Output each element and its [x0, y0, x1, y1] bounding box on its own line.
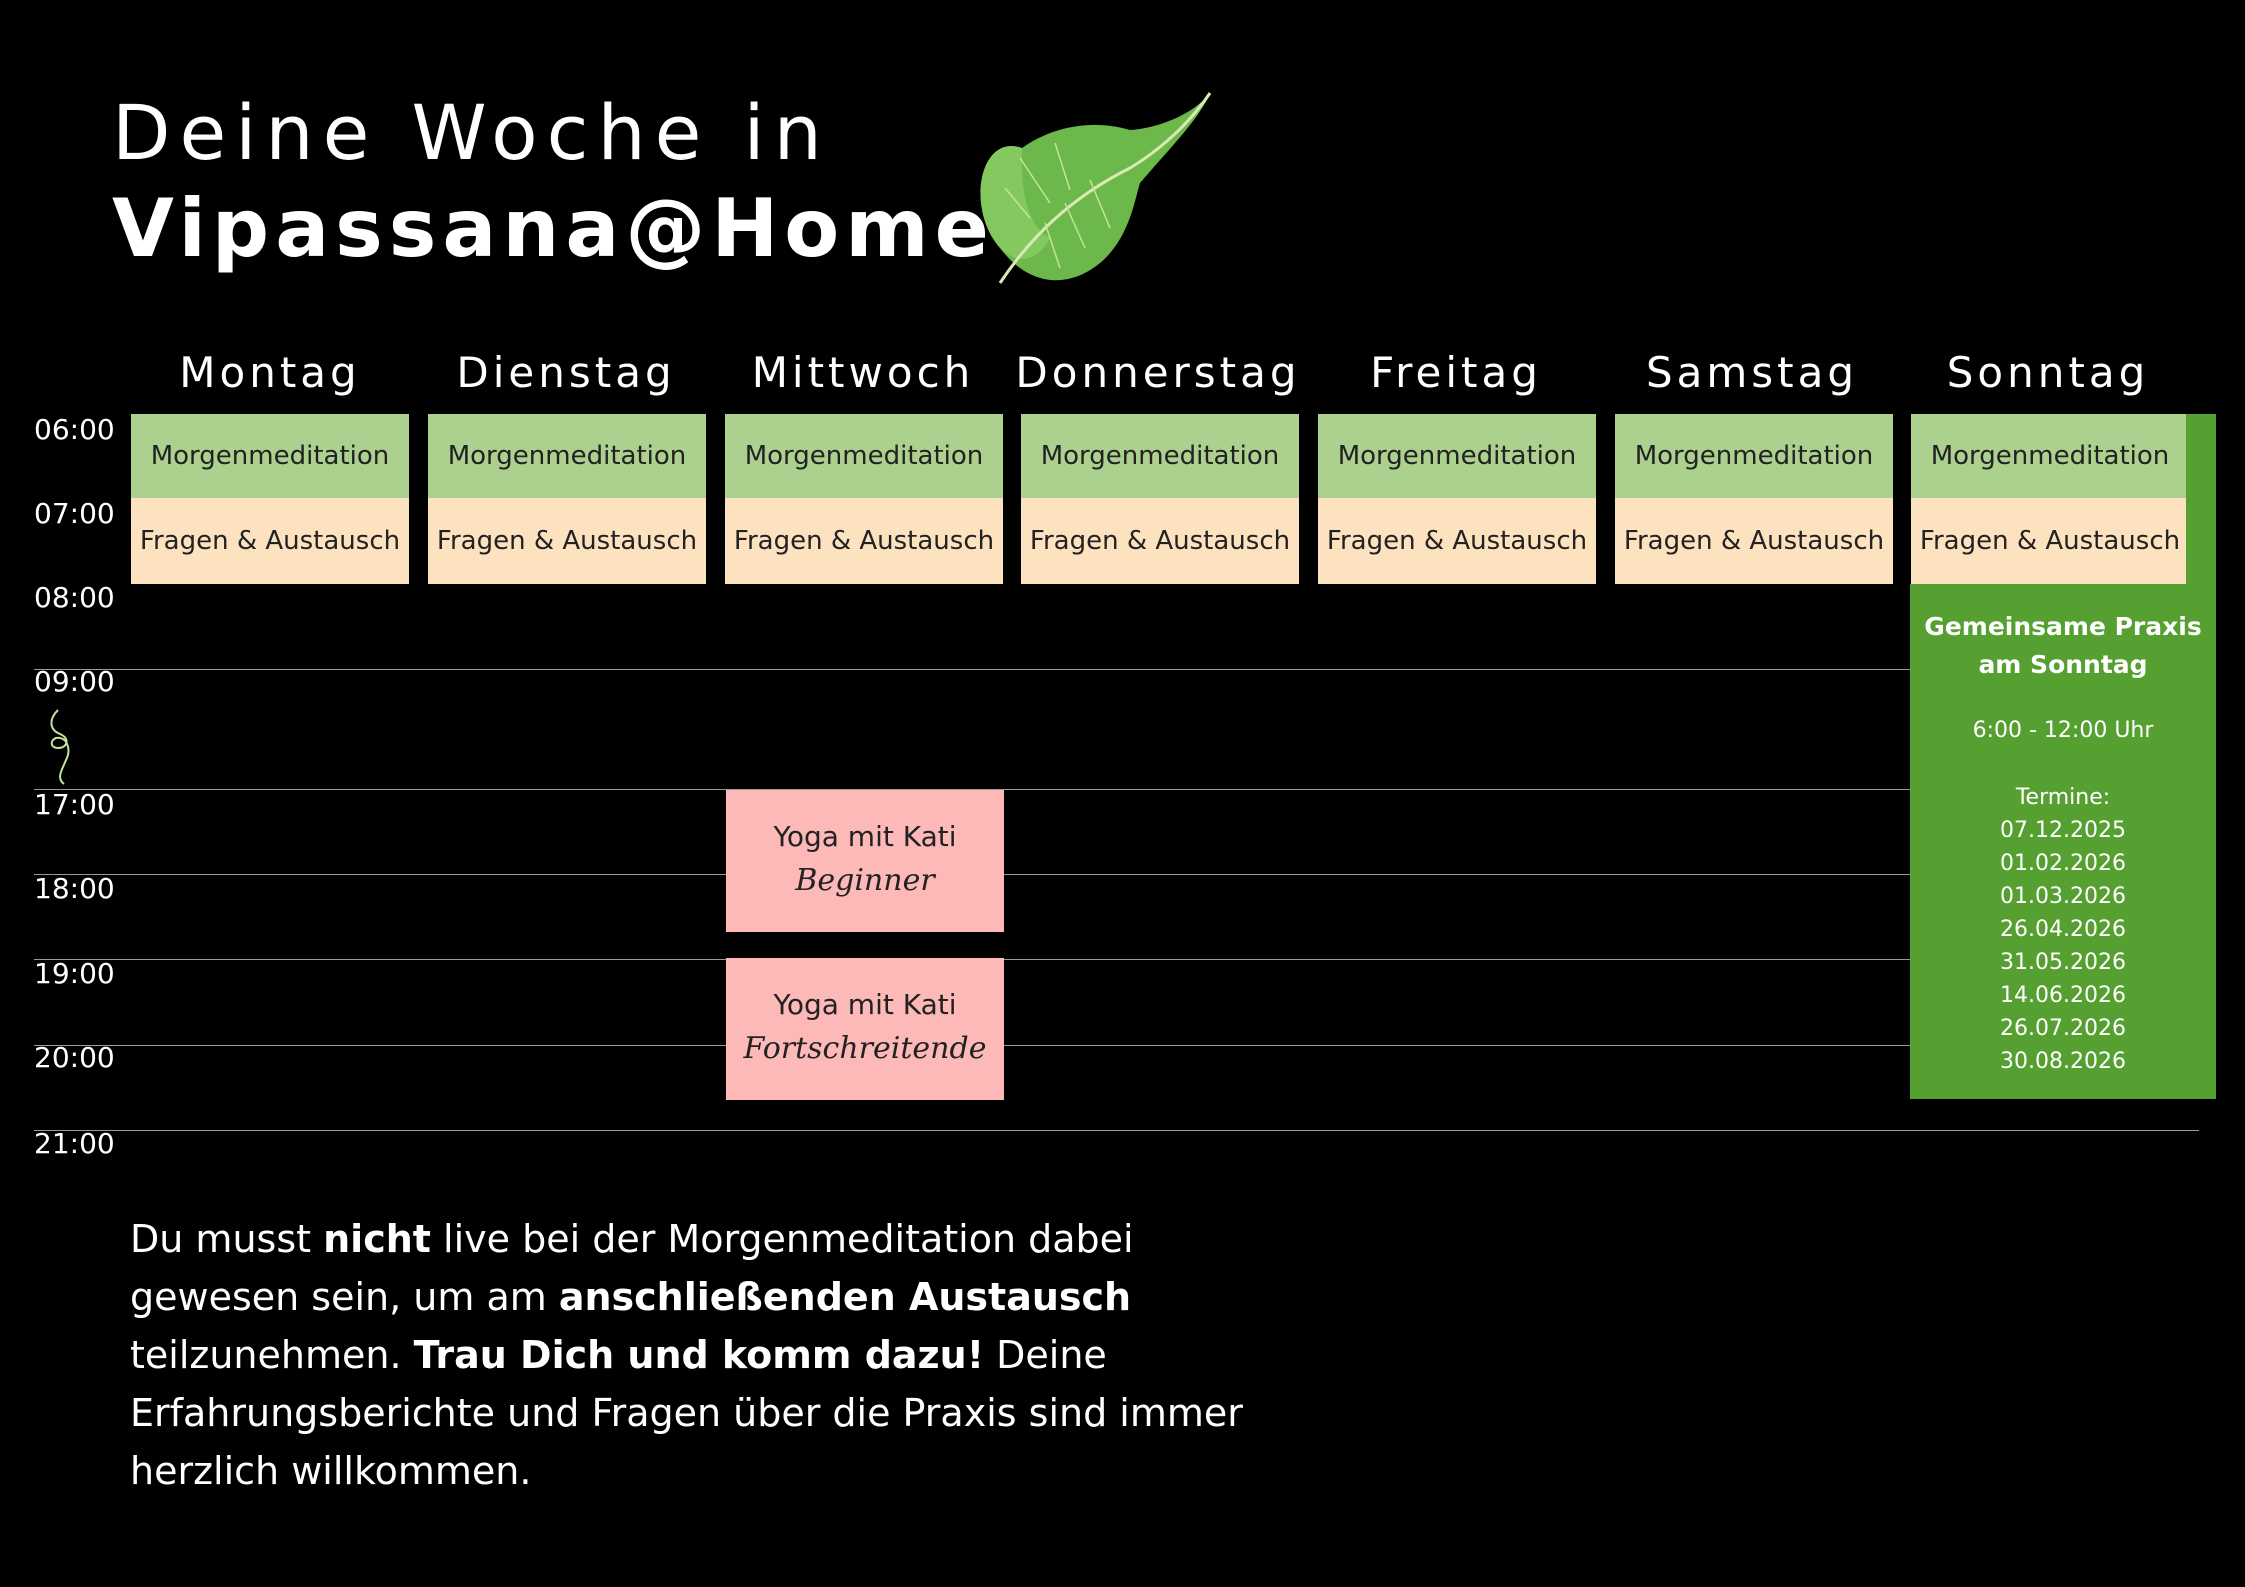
grid-line — [34, 1045, 2199, 1046]
sunday-date: 01.03.2026 — [2000, 884, 2126, 909]
sunday-title-2: am Sonntag — [1978, 650, 2148, 679]
time-label: 21:00 — [34, 1127, 115, 1160]
note-text: Du musst — [130, 1217, 324, 1261]
title-line-2: Vipassana@Home — [112, 182, 995, 275]
note-text: teilzunehmen. — [130, 1333, 414, 1377]
yoga-title: Yoga mit Kati — [773, 988, 957, 1021]
bodhi-leaf-icon — [980, 92, 1212, 284]
sunday-hours: 6:00 - 12:00 Uhr — [1972, 718, 2154, 743]
yoga-level: Fortschreitende — [743, 1031, 987, 1066]
day-header-0: Montag — [179, 348, 361, 397]
sunday-date: 26.07.2026 — [2000, 1016, 2126, 1041]
day-header-6: Sonntag — [1946, 348, 2150, 397]
note-bold: Trau Dich und komm dazu! — [413, 1333, 985, 1377]
morning-meditation-cell: Morgenmeditation — [725, 414, 1003, 498]
grid-line — [34, 669, 2199, 670]
qa-cell: Fragen & Austausch — [725, 498, 1003, 584]
yoga-title: Yoga mit Kati — [773, 820, 957, 853]
yoga-level: Beginner — [795, 863, 935, 898]
morning-meditation-cell: Morgenmeditation — [1021, 414, 1299, 498]
sunday-dates-label: Termine: — [2015, 785, 2111, 810]
grid-line — [34, 959, 2199, 960]
sunday-dates-list: 07.12.2025 01.02.2026 01.03.2026 26.04.2026… — [1910, 814, 2216, 1078]
day-header-2: Mittwoch — [751, 348, 975, 397]
note-bold: nicht — [323, 1217, 431, 1261]
grid-line — [34, 789, 2199, 790]
sunday-side-bar — [2186, 414, 2216, 586]
sunday-date: 26.04.2026 — [2000, 917, 2126, 942]
info-note: Du musst nicht live bei der Morgenmedita… — [130, 1210, 1250, 1500]
qa-cell: Fragen & Austausch — [131, 498, 409, 584]
note-bold: anschließenden Austausch — [558, 1275, 1132, 1319]
yoga-beginner-block: Yoga mit Kati Beginner — [726, 790, 1004, 932]
grid-line — [34, 1130, 2199, 1131]
time-label: 20:00 — [34, 1041, 115, 1074]
sunday-practice-block: Gemeinsame Praxis am Sonntag 6:00 - 12:0… — [1910, 584, 2216, 1099]
day-header-3: Donnerstag — [1015, 348, 1301, 397]
sunday-date: 07.12.2025 — [2000, 818, 2126, 843]
swirl-icon — [50, 709, 70, 785]
sunday-date: 30.08.2026 — [2000, 1049, 2126, 1074]
morning-meditation-cell: Morgenmeditation — [131, 414, 409, 498]
qa-cell: Fragen & Austausch — [428, 498, 706, 584]
grid-line — [34, 874, 2199, 875]
time-label: 06:00 — [34, 413, 115, 446]
morning-meditation-cell: Morgenmeditation — [1318, 414, 1596, 498]
yoga-advanced-block: Yoga mit Kati Fortschreitende — [726, 958, 1004, 1100]
qa-cell: Fragen & Austausch — [1615, 498, 1893, 584]
note-text: Deine Erfahrungsberichte und Fragen über… — [130, 1333, 1243, 1493]
time-label: 18:00 — [34, 872, 115, 905]
sunday-date: 31.05.2026 — [2000, 950, 2126, 975]
time-label: 09:00 — [34, 665, 115, 698]
title-line-1: Deine Woche in — [112, 88, 831, 177]
day-header-5: Samstag — [1645, 348, 1859, 397]
sunday-title-1: Gemeinsame Praxis — [1924, 612, 2202, 641]
note-text: live bei der Morgenmeditation dabei gewe… — [130, 1217, 1134, 1319]
time-label: 17:00 — [34, 788, 115, 821]
time-label: 07:00 — [34, 497, 115, 530]
qa-cell: Fragen & Austausch — [1911, 498, 2189, 584]
qa-cell: Fragen & Austausch — [1021, 498, 1299, 584]
time-label: 19:00 — [34, 957, 115, 990]
morning-meditation-cell: Morgenmeditation — [1615, 414, 1893, 498]
sunday-date: 14.06.2026 — [2000, 983, 2126, 1008]
morning-meditation-cell: Morgenmeditation — [428, 414, 706, 498]
sunday-date: 01.02.2026 — [2000, 851, 2126, 876]
day-header-1: Dienstag — [456, 348, 676, 397]
qa-cell: Fragen & Austausch — [1318, 498, 1596, 584]
morning-meditation-cell: Morgenmeditation — [1911, 414, 2189, 498]
day-header-4: Freitag — [1370, 348, 1542, 397]
time-label: 08:00 — [34, 581, 115, 614]
